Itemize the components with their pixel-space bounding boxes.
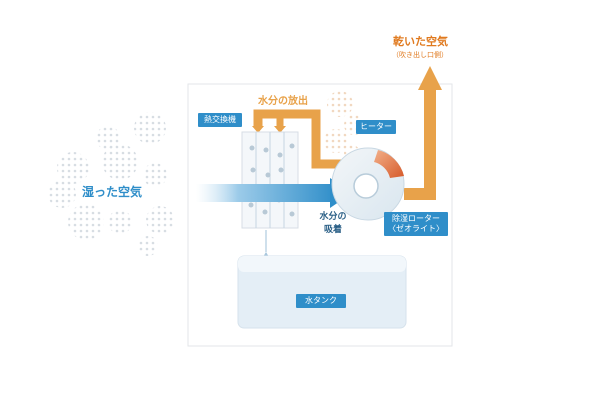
down-arrow-icon xyxy=(274,126,286,133)
moisture-absorb-label-line1: 水分の xyxy=(319,212,347,222)
water-tank-label: 水タンク xyxy=(296,294,346,308)
dehumidifier-rotor xyxy=(331,147,405,221)
moist-air-label: 湿った空気 xyxy=(82,185,143,199)
moisture-release-path xyxy=(252,109,356,169)
rotor-label: 除湿ローター 〈ゼオライト〉 xyxy=(384,212,448,236)
heater-section xyxy=(374,150,404,178)
moisture-release-label: 水分の放出 xyxy=(258,96,308,107)
dry-air-label: 乾いた空気 xyxy=(393,35,448,48)
heat-exchanger xyxy=(241,131,299,229)
moisture-absorb-label-line2: 吸着 xyxy=(323,225,342,235)
up-arrow-icon xyxy=(418,66,442,90)
water-tank xyxy=(237,255,407,329)
dry-air-path xyxy=(404,66,442,200)
rotor-label-line2: 〈ゼオライト〉 xyxy=(388,224,444,233)
dry-air-sublabel: （吹き出し口側） xyxy=(392,51,448,59)
moist-air-bubbles xyxy=(48,112,174,256)
rotor-label-line1: 除湿ローター xyxy=(392,214,440,223)
down-arrow-icon xyxy=(252,126,264,133)
heater-label: ヒーター xyxy=(356,120,396,134)
heat-exchanger-label: 熱交換機 xyxy=(198,113,242,127)
